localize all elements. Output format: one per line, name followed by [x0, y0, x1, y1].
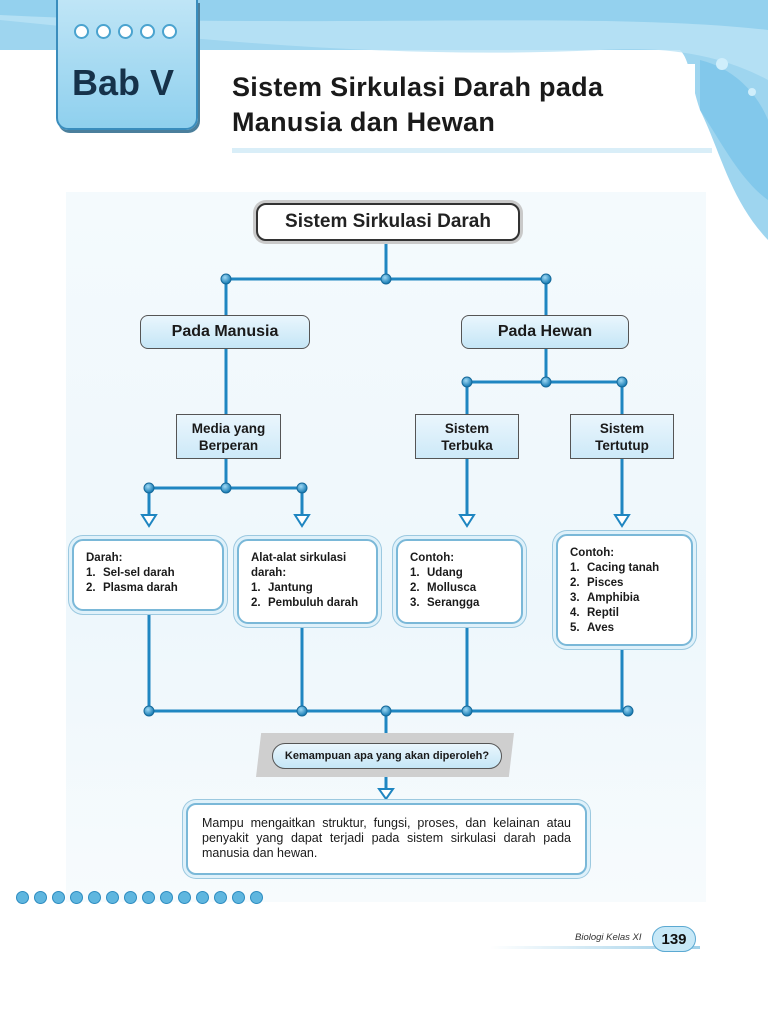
dot	[124, 891, 137, 904]
card-list: 1. Sel-sel darah 2. Plasma darah	[86, 566, 212, 596]
list-item: 5. Aves	[570, 621, 681, 636]
page-number: 139	[652, 926, 696, 952]
item-text: Plasma darah	[103, 582, 178, 594]
question-pill: Kemampuan apa yang akan diperoleh?	[272, 743, 502, 769]
list-item: 1. Udang	[410, 566, 511, 581]
item-text: Amphibia	[587, 592, 640, 604]
card-title: Contoh:	[570, 547, 615, 559]
card-title-line1: Alat-alat sirkulasi	[251, 552, 347, 564]
item-number: 3.	[410, 597, 420, 609]
answer-box: Mampu mengaitkan struktur, fungsi, prose…	[186, 803, 587, 875]
footer-line	[490, 946, 700, 949]
card-contoh-tertutup: Contoh: 1. Cacing tanah 2. Pisces 3. Amphib…	[556, 534, 693, 646]
item-number: 1.	[410, 567, 420, 579]
dot	[250, 891, 263, 904]
list-item: 2. Mollusca	[410, 581, 511, 596]
node-pada-manusia: Pada Manusia	[140, 315, 310, 349]
chapter-title-line2: Manusia dan Hewan	[232, 107, 496, 137]
card-title-line2: darah:	[251, 567, 287, 579]
list-item: 3. Serangga	[410, 596, 511, 611]
chapter-tab: Bab V	[56, 0, 198, 130]
item-text: Cacing tanah	[587, 562, 660, 574]
item-text: Pisces	[587, 577, 624, 589]
chapter-title: Sistem Sirkulasi Darah pada Manusia dan …	[232, 70, 603, 140]
dot	[70, 891, 83, 904]
node-tertutup-line2: Tertutup	[595, 437, 649, 453]
node-sistem-terbuka: Sistem Terbuka	[415, 414, 519, 459]
node-media-line2: Berperan	[198, 437, 259, 453]
dot	[214, 891, 227, 904]
item-text: Jantung	[268, 582, 313, 594]
node-tertutup-line1: Sistem	[599, 420, 645, 436]
list-item: 2. Plasma darah	[86, 581, 212, 596]
dot	[162, 24, 177, 39]
list-item: 3. Amphibia	[570, 591, 681, 606]
dot	[74, 24, 89, 39]
card-contoh-terbuka: Contoh: 1. Udang 2. Mollusca 3. Serangga	[396, 539, 523, 624]
item-number: 2.	[86, 582, 96, 594]
card-list: 1. Cacing tanah 2. Pisces 3. Amphibia 4. Rep…	[570, 561, 681, 636]
dot	[140, 24, 155, 39]
item-text: Sel-sel darah	[103, 567, 175, 579]
item-number: 2.	[410, 582, 420, 594]
card-list: 1. Udang 2. Mollusca 3. Serangga	[410, 566, 511, 611]
arrowheads	[140, 514, 631, 801]
dot	[196, 891, 209, 904]
node-terbuka-line1: Sistem	[444, 420, 490, 436]
chapter-title-line1: Sistem Sirkulasi Darah pada	[232, 72, 604, 102]
node-media-line1: Media yang	[191, 420, 266, 436]
footer-book-title: Biologi Kelas XI	[575, 932, 642, 943]
item-number: 1.	[251, 582, 261, 594]
root-node: Sistem Sirkulasi Darah	[256, 203, 520, 241]
chapter-label: Bab V	[72, 62, 175, 103]
card-title: Darah:	[86, 552, 123, 564]
list-item: 1. Sel-sel darah	[86, 566, 212, 581]
card-list: 1. Jantung 2. Pembuluh darah	[251, 581, 366, 611]
decorative-dots	[16, 891, 263, 904]
card-alat-sirkulasi: Alat-alat sirkulasi darah: 1. Jantung 2. P…	[237, 539, 378, 624]
node-sistem-tertutup: Sistem Tertutup	[570, 414, 674, 459]
dot	[52, 891, 65, 904]
node-media-berperan: Media yang Berperan	[176, 414, 281, 459]
item-number: 3.	[570, 592, 580, 604]
list-item: 4. Reptil	[570, 606, 681, 621]
dot	[16, 891, 29, 904]
title-rule	[232, 148, 712, 153]
item-text: Udang	[427, 567, 463, 579]
dot	[88, 891, 101, 904]
item-text: Serangga	[427, 597, 480, 609]
item-text: Aves	[587, 622, 615, 634]
item-text: Mollusca	[427, 582, 477, 594]
list-item: 2. Pembuluh darah	[251, 596, 366, 611]
item-number: 2.	[570, 577, 580, 589]
title-box	[215, 64, 695, 152]
list-item: 1. Cacing tanah	[570, 561, 681, 576]
connector-paths	[147, 241, 628, 793]
dot	[118, 24, 133, 39]
item-number: 2.	[251, 597, 261, 609]
card-darah: Darah: 1. Sel-sel darah 2. Plasma darah	[72, 539, 224, 611]
node-terbuka-line2: Terbuka	[441, 437, 493, 453]
item-number: 4.	[570, 607, 580, 619]
junction-dots	[143, 273, 634, 717]
item-number: 1.	[570, 562, 580, 574]
item-text: Pembuluh darah	[268, 597, 359, 609]
dot	[34, 891, 47, 904]
item-number: 1.	[86, 567, 96, 579]
dot	[232, 891, 245, 904]
dot	[160, 891, 173, 904]
dot	[96, 24, 111, 39]
dot	[106, 891, 119, 904]
item-number: 5.	[570, 622, 580, 634]
dot	[142, 891, 155, 904]
item-text: Reptil	[587, 607, 619, 619]
list-item: 1. Jantung	[251, 581, 366, 596]
dot	[178, 891, 191, 904]
node-pada-hewan: Pada Hewan	[461, 315, 629, 349]
chapter-dots	[74, 24, 177, 39]
list-item: 2. Pisces	[570, 576, 681, 591]
card-title: Contoh:	[410, 552, 455, 564]
